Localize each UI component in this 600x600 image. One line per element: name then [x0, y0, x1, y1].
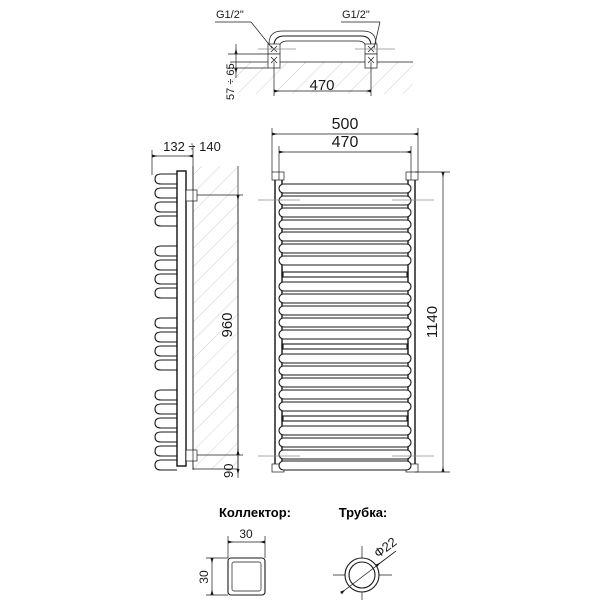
dimension-collector-width-30: 30 [227, 527, 266, 558]
dimension-top-width-470: 470 [273, 62, 372, 96]
front-rung [278, 365, 412, 376]
tube-detail-title: Трубка: [339, 505, 388, 520]
front-rung [278, 353, 412, 364]
side-rung [154, 273, 177, 285]
front-rung [278, 255, 412, 266]
front-rung-bar [282, 343, 408, 350]
front-rung [278, 460, 412, 471]
side-view-bracket-top [185, 189, 198, 202]
front-rung [278, 389, 412, 400]
front-rung [278, 195, 412, 206]
tube-circle-profile [344, 557, 380, 593]
front-view-center-lines [258, 199, 434, 457]
side-rung [154, 359, 177, 371]
collector-detail-group: Коллектор: 30 30 [197, 505, 291, 596]
collector-height-text: 30 [197, 570, 211, 584]
front-rung [278, 231, 412, 242]
front-rung [278, 317, 412, 328]
leader-g12-right: G1/2" [341, 9, 381, 49]
top-width-dimension-text: 470 [309, 77, 334, 94]
side-rung [154, 187, 177, 199]
front-rung [278, 183, 412, 194]
dimension-wall-offset-57-65: 57 ÷ 65 [225, 44, 268, 100]
top-view-connector-left [258, 43, 296, 69]
wall-offset-dimension-text: 57 ÷ 65 [225, 63, 237, 100]
collector-detail-title: Коллектор: [219, 505, 291, 520]
front-rung [278, 207, 412, 218]
top-view-group: G1/2" G1/2" 470 57 ÷ 65 [215, 9, 413, 100]
leader-g12-left: G1/2" [215, 9, 273, 49]
front-rung [278, 425, 412, 436]
front-rung-bar [282, 271, 408, 278]
side-rung [154, 445, 177, 457]
connector-label-left-text: G1/2" [216, 9, 244, 21]
dimension-collector-height-30: 30 [197, 557, 228, 596]
side-rung [154, 331, 177, 343]
side-view-manifold [176, 170, 187, 467]
front-rung [278, 377, 412, 388]
side-rung [154, 259, 177, 271]
top-view-connector-right [355, 43, 395, 69]
front-rung [278, 437, 412, 448]
front-width-dimension-text: 500 [332, 116, 359, 133]
side-rung [154, 345, 177, 357]
side-rung [154, 245, 177, 257]
dimension-mount-spacing-960: 960 [197, 194, 243, 456]
collector-width-text: 30 [239, 527, 253, 541]
side-rung [154, 215, 177, 227]
bottom-offset-dimension-text: 90 [221, 464, 236, 478]
collector-square-profile [227, 557, 266, 596]
side-rung [154, 173, 177, 185]
front-rung [278, 305, 412, 316]
dimension-front-width-500: 500 [271, 116, 419, 172]
front-height-dimension-text: 1140 [424, 306, 441, 338]
front-rung [278, 281, 412, 292]
side-view-bracket-bottom [185, 449, 198, 462]
side-rung [154, 403, 177, 415]
front-rung [278, 293, 412, 304]
front-rung-wide [278, 243, 412, 254]
top-view-wall-hatch [230, 61, 413, 94]
side-rung [154, 431, 177, 443]
side-view-wall-hatch [192, 166, 239, 470]
dimension-front-height-1140: 1140 [415, 171, 450, 473]
dimension-bottom-offset-90: 90 [221, 448, 240, 478]
dimension-front-inner-470: 470 [278, 134, 412, 180]
side-view-rungs [154, 173, 177, 471]
side-rung [154, 389, 177, 401]
side-rung [154, 459, 177, 471]
front-rung-bar [282, 415, 408, 422]
depth-dimension-text: 132 ÷ 140 [163, 139, 221, 154]
dimension-depth-132-140: 132 ÷ 140 [151, 139, 221, 470]
front-inner-dimension-text: 470 [332, 134, 359, 151]
front-rung [278, 401, 412, 412]
connector-label-right-text: G1/2" [342, 9, 370, 21]
front-view-rungs [278, 183, 412, 471]
mount-spacing-dimension-text: 960 [219, 312, 236, 337]
side-rung [154, 317, 177, 329]
side-rung [154, 201, 177, 213]
side-rung [154, 417, 177, 429]
front-rung [278, 449, 412, 460]
front-rung [278, 219, 412, 230]
front-view-group: 500 470 1140 [258, 116, 450, 473]
front-rung [278, 329, 412, 340]
side-view-group: 132 ÷ 140 960 90 [151, 139, 243, 478]
side-rung [154, 287, 177, 299]
tube-detail-group: Трубка: Ф22 [333, 505, 400, 600]
